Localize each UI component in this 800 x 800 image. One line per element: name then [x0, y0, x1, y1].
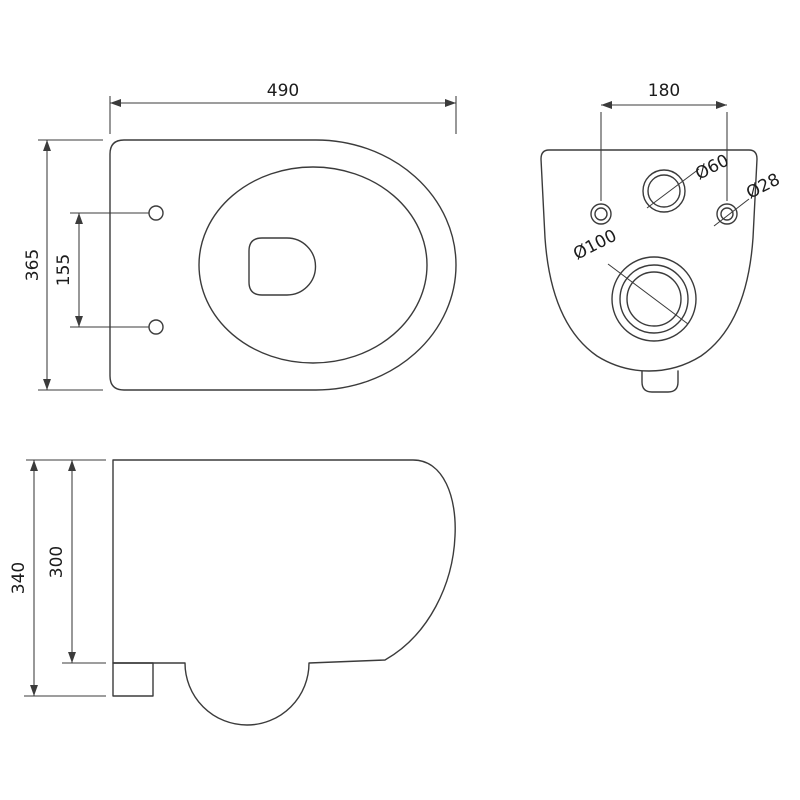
rear-view	[540, 149, 758, 393]
flush-opening	[248, 237, 317, 296]
side-view	[112, 459, 456, 726]
dim-top-width-label: 490	[267, 81, 299, 101]
leader-inlet	[646, 168, 700, 209]
outlet-hole-mid	[619, 264, 689, 334]
inlet-hole-outer	[642, 169, 686, 213]
rear-bottom-tab	[641, 370, 679, 393]
dim-fixing-hole-diameter-label: Ø28	[743, 170, 783, 204]
dim-outlet-diameter-label: Ø100	[570, 226, 620, 265]
dim-side-bowl-height-label: 300	[47, 546, 67, 578]
toilet-rear-outline	[540, 149, 758, 372]
toilet-top-outline	[109, 139, 457, 391]
toilet-side-outline	[112, 459, 456, 726]
fixing-hole-right-inner	[720, 207, 734, 221]
fixing-hole-left-outer	[590, 203, 612, 225]
seat-opening	[198, 166, 428, 364]
dim-rear-hole-spacing-label: 180	[648, 81, 680, 101]
dim-side-total-height-label: 340	[9, 562, 29, 594]
dim-inlet-diameter-label: Ø60	[692, 151, 732, 185]
fixing-hole-right-outer	[716, 203, 738, 225]
leader-fixing-hole	[713, 198, 750, 227]
outlet-hole-outer	[611, 256, 697, 342]
fixing-hole-left-inner	[594, 207, 608, 221]
top-view-dimensions: 490 365 155	[23, 81, 457, 391]
seat-hole-upper	[148, 205, 164, 221]
dim-seat-hole-spacing-label: 155	[54, 254, 74, 286]
outlet-hole-inner	[626, 271, 682, 327]
dim-top-depth-label: 365	[23, 249, 43, 281]
leader-outlet	[607, 263, 689, 325]
side-view-dimensions: 300 340	[9, 459, 106, 697]
top-view	[109, 139, 457, 391]
rear-view-dimensions: 180 Ø60 Ø28 Ø100	[570, 81, 783, 325]
outlet-foot	[112, 662, 154, 697]
inlet-hole-inner	[647, 174, 681, 208]
seat-hole-lower	[148, 319, 164, 335]
